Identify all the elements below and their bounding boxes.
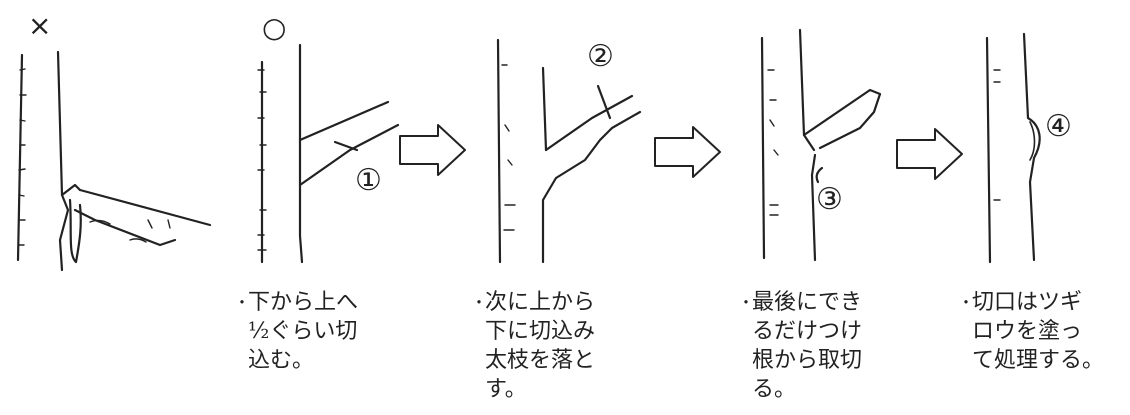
caption-line: 太枝を落と: [485, 348, 596, 373]
branch-lower-edge: [73, 208, 177, 247]
trunk-right-edge: [298, 43, 304, 264]
wound-sealant: [1029, 121, 1036, 161]
bark-texture: [18, 68, 27, 246]
trunk-left-edge: [496, 38, 502, 264]
caption-line: るだけつけ: [752, 319, 863, 344]
tear-lines: [89, 219, 147, 243]
bark-texture: [993, 69, 1001, 201]
correct-mark: ○: [262, 11, 287, 44]
arrow-3: [896, 128, 963, 180]
step-number-1: ①: [355, 163, 382, 198]
caption-bullet: ・: [738, 293, 755, 312]
arrow-2: [654, 126, 721, 178]
caption-line: て処理する。: [972, 348, 1105, 373]
cut-2-line: [596, 84, 612, 120]
caption-line: ロウを塗っ: [972, 319, 1083, 344]
branch-stub: [802, 88, 882, 150]
caption-step2: ・ 次に上から 下に切込み 太枝を落と す。: [471, 288, 596, 404]
arrow-1: [399, 124, 466, 176]
torn-strip: [68, 198, 82, 264]
step-number-4: ④: [1045, 109, 1072, 144]
caption-line: 根から取切: [752, 348, 863, 373]
branch-upper-edge: [544, 94, 634, 152]
caption-line: 次に上から: [485, 290, 596, 315]
trunk-left-edge: [985, 36, 992, 264]
caption-line: 下から上へ: [248, 290, 359, 315]
branch-upper-edge: [298, 100, 390, 142]
trunk-left-edge: [16, 53, 24, 262]
caption-line: す。: [485, 377, 527, 402]
trunk-left-edge: [760, 36, 766, 260]
caption-step1: ・ 下から上へ ½ぐらい切 込む。: [234, 288, 359, 375]
trunk-right-edge-upper: [541, 66, 548, 152]
caption-line: 込む。: [248, 348, 315, 373]
caption-step4: ・ 切口はツギ ロウを塗っ て処理する。: [958, 288, 1105, 375]
step3-sketch: [760, 28, 882, 262]
cut-1-line: [333, 140, 359, 152]
step1-sketch: [257, 43, 400, 264]
caption-bullet: ・: [471, 293, 488, 312]
saw-marks: [147, 219, 171, 229]
caption-bullet: ・: [234, 293, 251, 312]
step2-sketch: [496, 38, 642, 264]
step4-sketch: [985, 32, 1041, 264]
caption-line: る。: [752, 377, 797, 402]
caption-line: ½ぐらい切: [248, 319, 358, 344]
wrong-mark: ×: [28, 9, 52, 42]
bark-texture: [767, 69, 779, 216]
collar-line: [815, 166, 824, 184]
branch-lower-edge: [541, 110, 642, 264]
caption-line: 下に切込み: [485, 319, 596, 344]
torn-bark-top: [60, 183, 82, 197]
caption-step3: ・ 最後にでき るだけつけ 根から取切 る。: [738, 288, 863, 404]
branch-lower-edge: [298, 123, 400, 187]
bark-texture: [501, 64, 516, 231]
trunk-right-edge-lower: [810, 153, 817, 262]
wrong-method-sketch: [16, 50, 212, 272]
step-number-3: ③: [816, 182, 843, 217]
branch-upper-edge: [78, 188, 212, 227]
bark-texture: [257, 69, 267, 251]
trunk-right-edge: [1022, 32, 1041, 262]
caption-line: 最後にでき: [752, 290, 863, 315]
step-number-2: ②: [587, 39, 614, 74]
trunk-right-edge: [56, 50, 70, 272]
caption-bullet: ・: [958, 293, 975, 312]
caption-line: 切口はツギ: [972, 290, 1083, 315]
